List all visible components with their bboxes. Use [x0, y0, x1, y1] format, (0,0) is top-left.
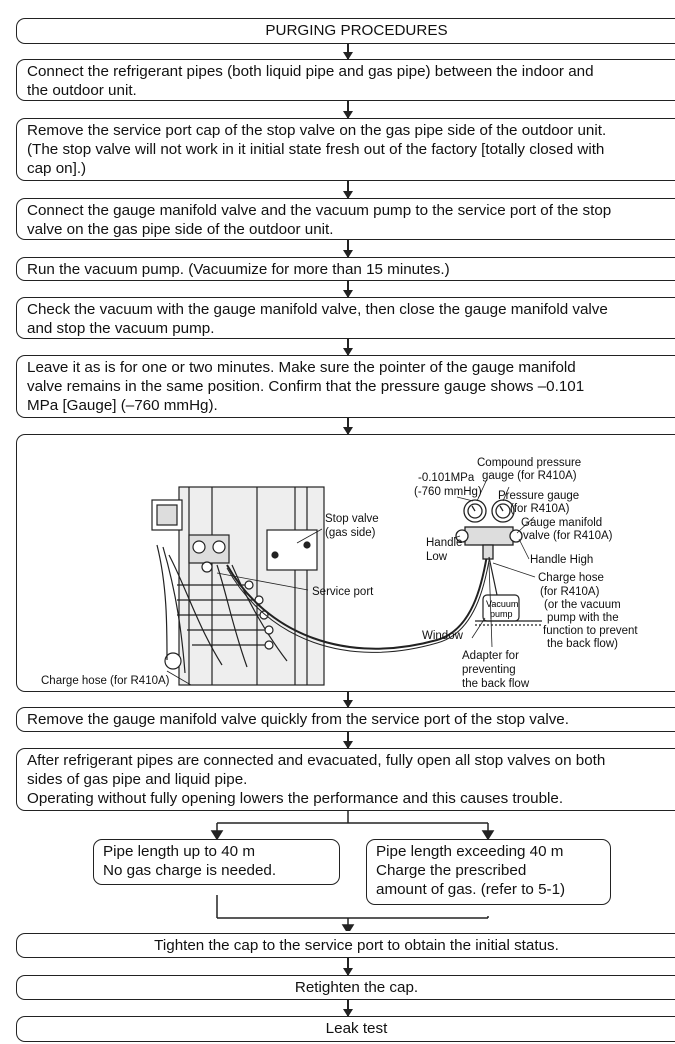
- step-text: MPa [Gauge] (–760 mmHg).: [27, 397, 218, 414]
- label-window: Window: [422, 630, 464, 642]
- label-handle-low: Low: [426, 551, 448, 563]
- label-or-vacuum: function to prevent: [543, 625, 638, 637]
- option-text: Pipe length up to 40 m: [103, 843, 255, 860]
- label-charge-hose: Charge hose: [538, 572, 604, 584]
- label-service-port: Service port: [312, 586, 374, 598]
- label-charge-hose-left: Charge hose (for R410A): [41, 675, 170, 687]
- option-text: Charge the prescribed: [376, 862, 527, 879]
- flow-arrow: [343, 44, 353, 60]
- step-text: and stop the vacuum pump.: [27, 320, 215, 337]
- flow-arrow: [343, 958, 353, 976]
- step-text: Run the vacuum pump. (Vacuumize for more…: [27, 261, 450, 278]
- option-text: Pipe length exceeding 40 m: [376, 843, 564, 860]
- step-text: the outdoor unit.: [27, 82, 137, 99]
- label-stop-valve: Stop valve: [325, 513, 379, 525]
- option-text: No gas charge is needed.: [103, 862, 277, 879]
- step-remove-manifold: Remove the gauge manifold valve quickly …: [16, 707, 675, 732]
- label-mpa: -0.101MPa: [418, 472, 475, 484]
- flow-arrow: [343, 101, 353, 119]
- vacuum-pump-drawing: [475, 556, 542, 626]
- label-vacuum-pump: Vacuum: [486, 599, 518, 609]
- step-text: Connect the gauge manifold valve and the…: [27, 202, 612, 219]
- page-title: PURGING PROCEDURES: [265, 22, 448, 39]
- step-connect-gauge: Connect the gauge manifold valve and the…: [16, 198, 675, 240]
- step-text: Operating without fully opening lowers t…: [27, 790, 564, 807]
- label-pressure: Pressure gauge: [498, 490, 579, 502]
- branch-connectors: [210, 811, 495, 931]
- option-long-pipe: Pipe length exceeding 40 m Charge the pr…: [366, 839, 611, 905]
- label-or-vacuum: (or the vacuum: [544, 599, 621, 611]
- step-leak-test: Leak test: [16, 1016, 675, 1042]
- step-text: cap on].): [27, 160, 87, 177]
- label-adapter: the back flow: [462, 678, 530, 690]
- label-compound: Compound pressure: [477, 457, 581, 469]
- label-charge-hose: (for R410A): [540, 586, 600, 598]
- step-text: valve on the gas pipe side of the outdoo…: [27, 221, 334, 238]
- option-text: amount of gas. (refer to 5-1): [376, 881, 566, 898]
- step-tighten-cap: Tighten the cap to the service port to o…: [16, 933, 675, 958]
- flow-arrow: [343, 732, 353, 749]
- step-check-vacuum: Check the vacuum with the gauge manifold…: [16, 297, 675, 339]
- label-or-vacuum: the back flow): [547, 638, 618, 650]
- step-text: After refrigerant pipes are connected an…: [27, 752, 606, 769]
- step-text: Remove the gauge manifold valve quickly …: [27, 711, 569, 728]
- label-vacuum-pump: pump: [490, 609, 513, 619]
- flow-arrow: [343, 418, 353, 435]
- step-connect-pipes: Connect the refrigerant pipes (both liqu…: [16, 59, 675, 101]
- flow-arrow: [343, 281, 353, 298]
- step-text: sides of gas pipe and liquid pipe.: [27, 771, 248, 788]
- step-leave: Leave it as is for one or two minutes. M…: [16, 355, 675, 418]
- step-text: Leak test: [325, 1020, 388, 1037]
- step-text: valve remains in the same position. Conf…: [27, 378, 585, 395]
- flow-arrow: [343, 692, 353, 708]
- step-text: Leave it as is for one or two minutes. M…: [27, 359, 576, 376]
- label-or-vacuum: pump with the: [547, 612, 619, 624]
- charge-hose-line: [226, 554, 488, 650]
- label-adapter: Adapter for: [462, 650, 519, 662]
- label-stop-valve: (gas side): [325, 527, 376, 539]
- label-manifold: valve (for R410A): [523, 530, 613, 542]
- title-box: PURGING PROCEDURES: [16, 18, 675, 44]
- label-mmhg: (-760 mmHg): [414, 486, 482, 498]
- label-pressure: (for R410A): [510, 503, 570, 515]
- option-short-pipe: Pipe length up to 40 m No gas charge is …: [93, 839, 340, 885]
- flow-arrow: [343, 181, 353, 199]
- step-text: Retighten the cap.: [294, 979, 419, 996]
- label-handle-low: Handle: [426, 537, 462, 549]
- outdoor-unit-drawing: [151, 486, 325, 686]
- flow-arrow: [343, 339, 353, 356]
- step-run-pump: Run the vacuum pump. (Vacuumize for more…: [16, 257, 675, 281]
- label-manifold: Gauge manifold: [521, 517, 602, 529]
- step-text: Check the vacuum with the gauge manifold…: [27, 301, 608, 318]
- label-adapter: preventing: [462, 664, 516, 676]
- label-compound: gauge (for R410A): [482, 470, 577, 482]
- step-text: Tighten the cap to the service port to o…: [154, 937, 559, 954]
- flow-arrow: [343, 240, 353, 258]
- flow-arrow: [343, 1000, 353, 1017]
- step-text: (The stop valve will not work in it init…: [27, 141, 605, 158]
- step-open-valves: After refrigerant pipes are connected an…: [16, 748, 675, 811]
- figure-box: -0.101MPa (-760 mmHg) Compound pressure …: [16, 434, 675, 692]
- label-handle-high: Handle High: [530, 554, 593, 566]
- step-text: Connect the refrigerant pipes (both liqu…: [27, 63, 594, 80]
- step-remove-cap: Remove the service port cap of the stop …: [16, 118, 675, 181]
- step-retighten: Retighten the cap.: [16, 975, 675, 1000]
- setup-illustration: -0.101MPa (-760 mmHg) Compound pressure …: [41, 457, 638, 690]
- step-text: Remove the service port cap of the stop …: [27, 122, 607, 139]
